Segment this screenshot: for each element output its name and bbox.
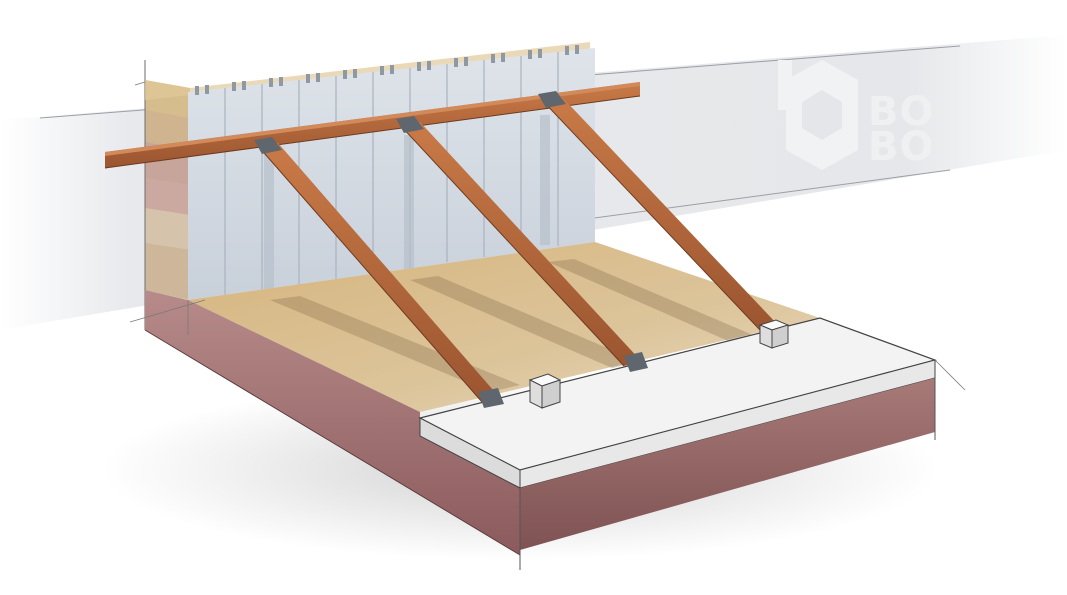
sketch-lines [129, 81, 966, 391]
excavation-floor [188, 242, 820, 412]
logo-watermark: BO BO [778, 60, 935, 170]
strut-2 [399, 122, 642, 367]
strut-top-brackets [254, 91, 566, 154]
base-slab [418, 317, 937, 570]
concrete-block-1 [528, 373, 562, 409]
strut-1 [257, 143, 500, 403]
soil-layers-left [144, 60, 190, 330]
strut-3 [541, 97, 778, 331]
strut-bottom-brackets [478, 352, 648, 408]
logo-text-line1: BO [868, 89, 935, 135]
logo-text-line2: BO [868, 124, 935, 170]
soil-front-face [145, 290, 520, 555]
concrete-block-2 [758, 319, 790, 349]
